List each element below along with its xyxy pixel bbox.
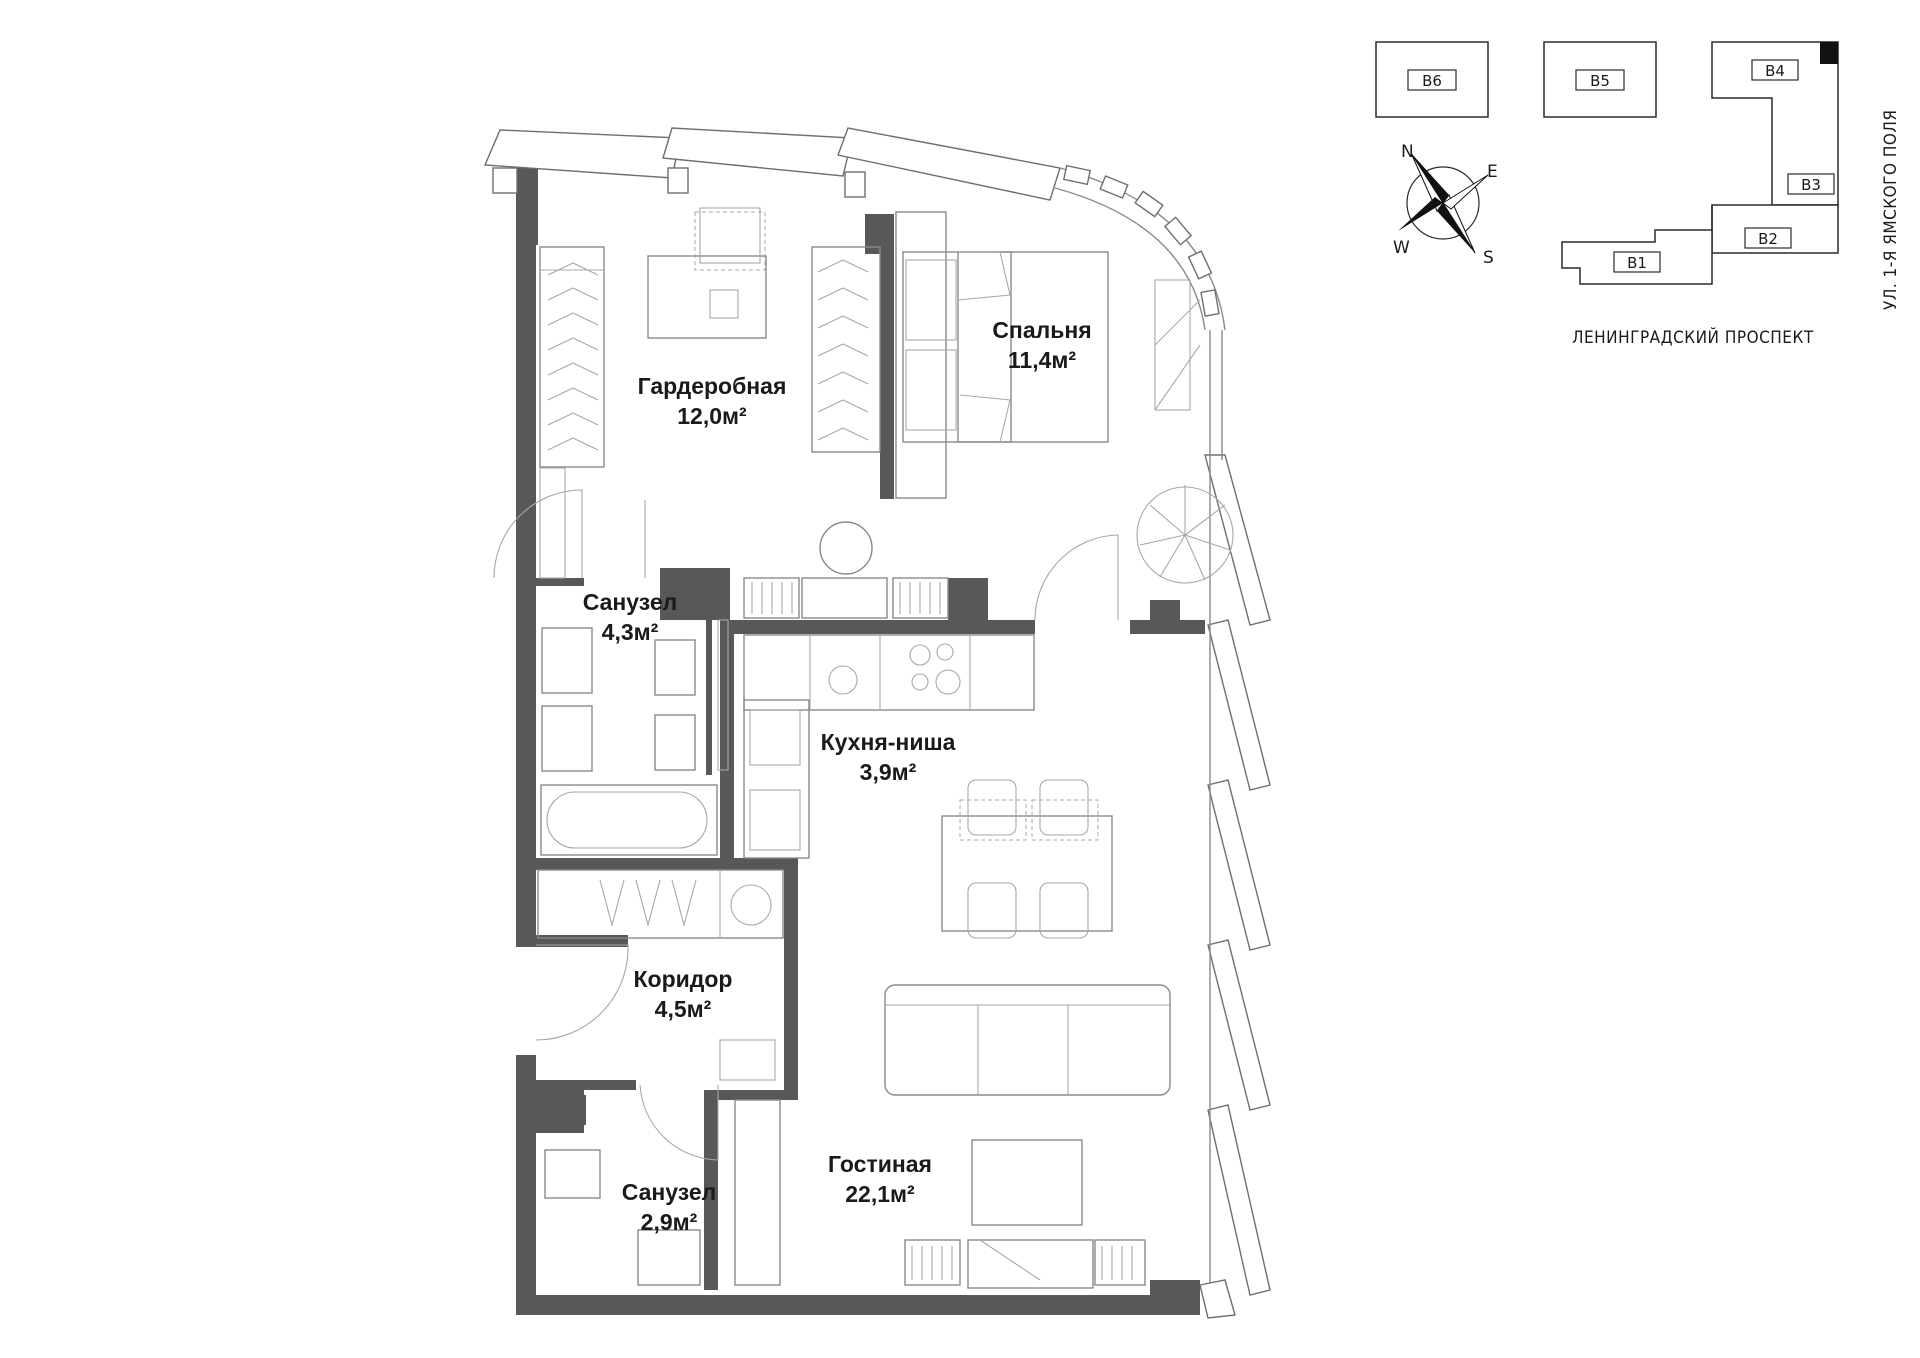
room-area-corridor: 4,5м² (655, 996, 712, 1022)
bathroom2-fixtures (544, 1149, 701, 1286)
building-b5 (1543, 41, 1657, 118)
compass-w: W (1393, 238, 1410, 258)
room-name-bedroom: Спальня (992, 317, 1091, 343)
corridor-furniture (537, 869, 784, 1081)
top-windows (483, 127, 1061, 201)
doors (493, 489, 1119, 1161)
room-name-bathroom1: Санузел (583, 589, 678, 615)
room-area-bathroom2: 2,9м² (641, 1209, 698, 1235)
building-label-b2: В2 (1758, 230, 1778, 248)
building-label-b3: В3 (1801, 176, 1821, 194)
street-right: УЛ. 1-Я ЯМСКОГО ПОЛЯ (1881, 109, 1901, 310)
room-name-bathroom2: Санузел (622, 1179, 717, 1205)
room-area-wardrobe: 12,0м² (677, 403, 747, 429)
right-facade (1199, 330, 1271, 1319)
desk (647, 207, 767, 339)
room-name-kitchen: Кухня-ниша (821, 729, 956, 755)
room-name-wardrobe: Гардеробная (638, 373, 787, 399)
room-labels: Гардеробная 12,0м² Спальня 11,4м² Санузе… (583, 317, 1092, 1235)
compass-e: E (1487, 162, 1498, 182)
building-label-b4: В4 (1765, 62, 1785, 80)
room-area-bathroom1: 4,3м² (602, 619, 659, 645)
room-area-bedroom: 11,4м² (1008, 347, 1077, 373)
room-area-kitchen: 3,9м² (860, 759, 917, 785)
compass-n: N (1401, 142, 1414, 162)
kitchen-fixtures (743, 634, 1035, 859)
building-label-b1: В1 (1627, 254, 1647, 272)
room-name-corridor: Коридор (634, 966, 733, 992)
compass: N E S W (1393, 142, 1498, 268)
wardrobe-left-hangers (539, 246, 605, 579)
bathroom1-fixtures (540, 619, 729, 856)
table-radiators (743, 521, 949, 619)
site-plan: В6 В5 В4 В3 В2 В1 ЛЕНИНГРАДСКИЙ ПРОСПЕКТ… (1375, 41, 1901, 348)
sofa (884, 984, 1171, 1096)
living-furniture (734, 1099, 1146, 1289)
compass-s: S (1483, 248, 1494, 268)
corner-windows (1054, 164, 1226, 331)
wardrobe-mid-hangers (811, 246, 881, 453)
building-b1 (1561, 205, 1713, 285)
building-label-b5: В5 (1590, 72, 1610, 90)
bedroom-side (1136, 279, 1234, 584)
highlight-marker (1820, 42, 1838, 64)
room-area-living: 22,1м² (845, 1181, 915, 1207)
exterior-walls (516, 165, 1200, 1315)
building-label-b6: В6 (1422, 72, 1442, 90)
street-bottom: ЛЕНИНГРАДСКИЙ ПРОСПЕКТ (1572, 326, 1814, 348)
dining-table (941, 779, 1113, 939)
room-name-living: Гостиная (828, 1151, 932, 1177)
bed (895, 211, 1109, 499)
